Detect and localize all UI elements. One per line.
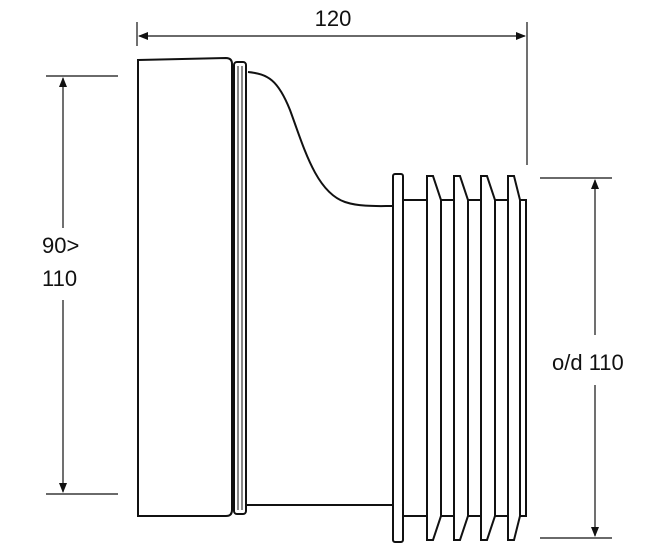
seal-fin-4 [507, 175, 521, 541]
seal-fin-2 [453, 175, 469, 541]
offset-bend-curve [247, 71, 393, 208]
seal-fin-1 [426, 175, 442, 541]
spigot-collar [392, 173, 404, 543]
dimension-length: 120 [136, 6, 528, 165]
inlet-label-line1: 90> [42, 233, 79, 258]
socket-cylinder [137, 56, 233, 517]
inlet-label-line2: 110 [42, 266, 77, 291]
outlet-label: o/d 110 [552, 350, 624, 375]
sealing-ring [233, 61, 247, 515]
connector-body [137, 56, 527, 543]
dimension-outlet: o/d 110 [540, 177, 624, 539]
seal-fin-3 [480, 175, 496, 541]
dimension-inlet: 90> 110 [42, 75, 118, 495]
length-label: 120 [315, 6, 352, 31]
